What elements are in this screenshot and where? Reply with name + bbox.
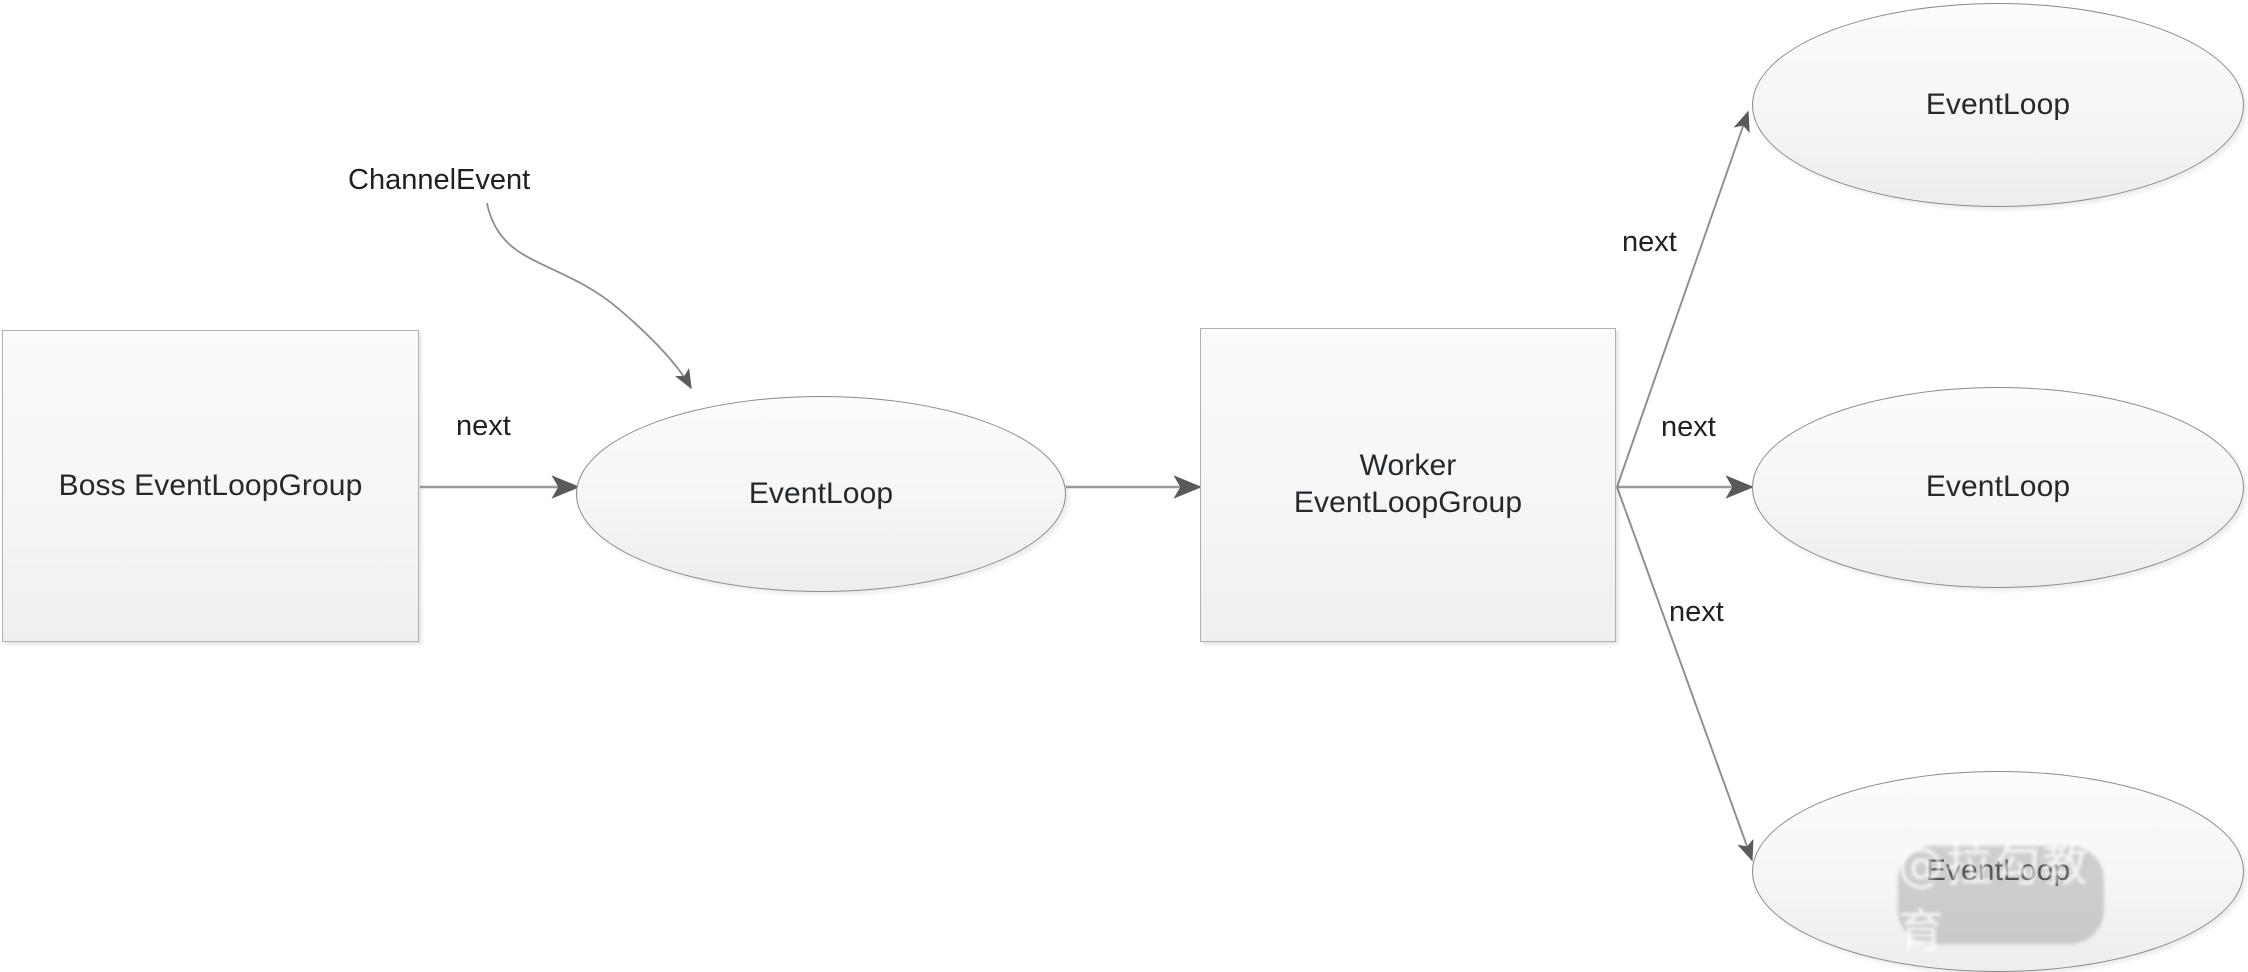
node-worker-eventloopgroup-label: Worker EventLoopGroup — [1293, 449, 1523, 519]
edge-label-worker-next-2: next — [1661, 411, 1716, 443]
node-worker-eventloop-1-label: EventLoop — [1925, 87, 2071, 121]
edge-label-worker-next-3: next — [1669, 596, 1724, 628]
edge-label-channel-event: ChannelEvent — [348, 164, 531, 196]
node-boss-eventloop-label: EventLoop — [748, 476, 894, 510]
node-boss-eventloopgroup-label: Boss EventLoopGroup — [58, 468, 363, 502]
edge-label-boss-next: next — [456, 410, 511, 442]
node-boss-eventloop[interactable]: EventLoop — [576, 396, 1066, 592]
node-worker-eventloop-2-label: EventLoop — [1925, 470, 2071, 504]
edge-channel-event — [486, 202, 692, 390]
node-boss-eventloopgroup[interactable]: Boss EventLoopGroup — [2, 330, 419, 642]
watermark-badge: @拉勾教育 — [1898, 838, 2104, 958]
node-worker-eventloop-3-label: EventLoop — [1925, 854, 2071, 888]
node-worker-eventloop-1[interactable]: EventLoop — [1752, 3, 2244, 207]
edge-worker-next-3 — [1616, 486, 1754, 862]
node-worker-eventloopgroup[interactable]: Worker EventLoopGroup — [1200, 328, 1616, 642]
edge-label-worker-next-1: next — [1622, 226, 1677, 258]
node-worker-eventloop-3[interactable]: EventLoop — [1752, 771, 2244, 972]
node-worker-eventloop-2[interactable]: EventLoop — [1752, 387, 2244, 588]
watermark-text: @拉勾教育 — [1898, 838, 2090, 958]
